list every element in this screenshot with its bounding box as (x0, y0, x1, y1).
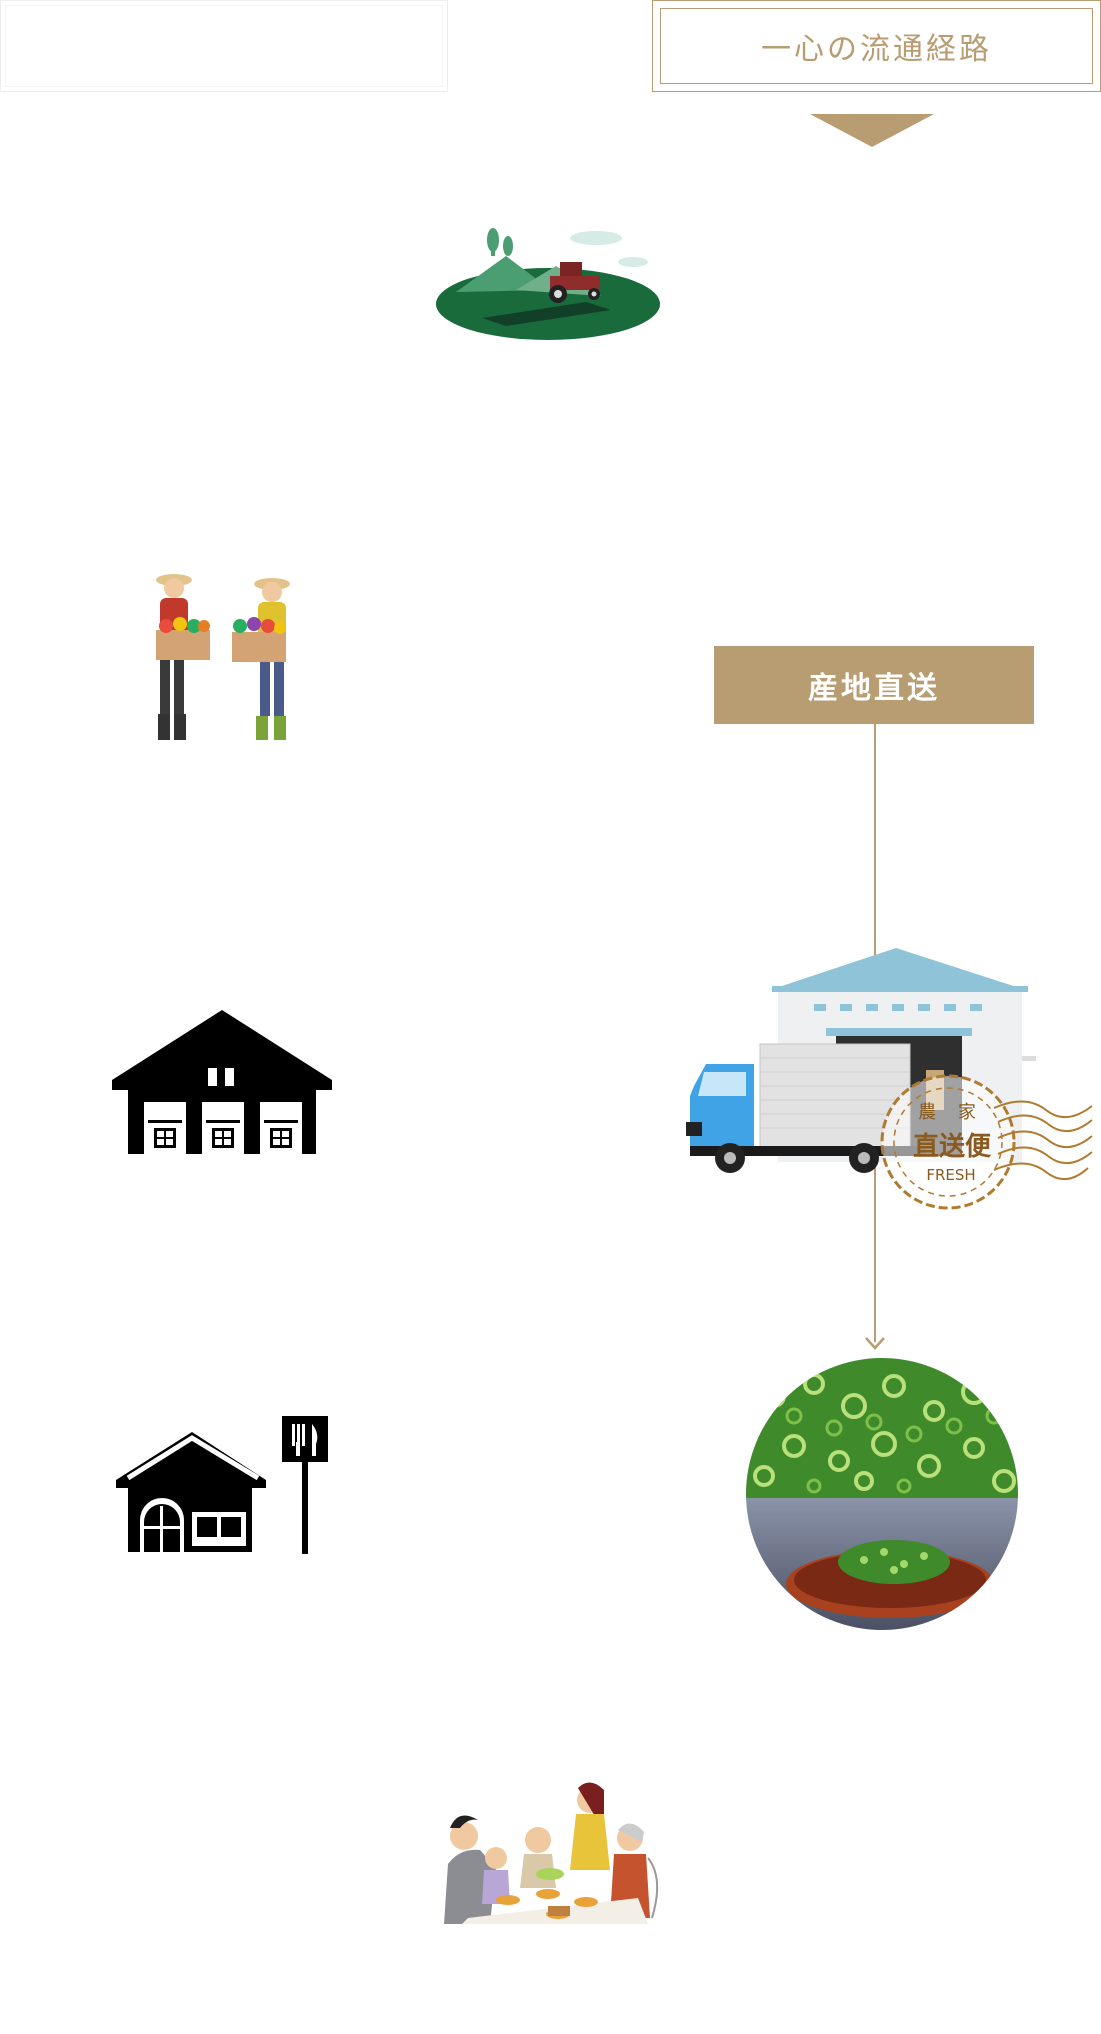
restaurant-icon (112, 1416, 330, 1554)
empty-header-panel (0, 0, 448, 92)
stamp-line2: 直送便 (912, 1132, 991, 1162)
direct-delivery-stamp: 農 家 直送便 FRESH (876, 1066, 1096, 1214)
down-arrow-icon (810, 114, 934, 147)
origin-direct-label: 産地直送 (714, 646, 1034, 724)
family-dining-icon (438, 1778, 664, 1924)
farmers-icon (136, 566, 306, 786)
header-title: 一心の流通経路 (660, 8, 1093, 84)
farm-tractor-icon (436, 226, 666, 344)
arrow-head-icon (864, 1332, 886, 1354)
stamp-line3: FRESH (926, 1166, 976, 1184)
distribution-route-header: 一心の流通経路 (652, 0, 1101, 92)
warehouse-icon (110, 1010, 334, 1154)
stamp-line1: 農 家 (918, 1102, 984, 1123)
green-onion-okonomiyaki-photo (744, 1356, 1020, 1632)
